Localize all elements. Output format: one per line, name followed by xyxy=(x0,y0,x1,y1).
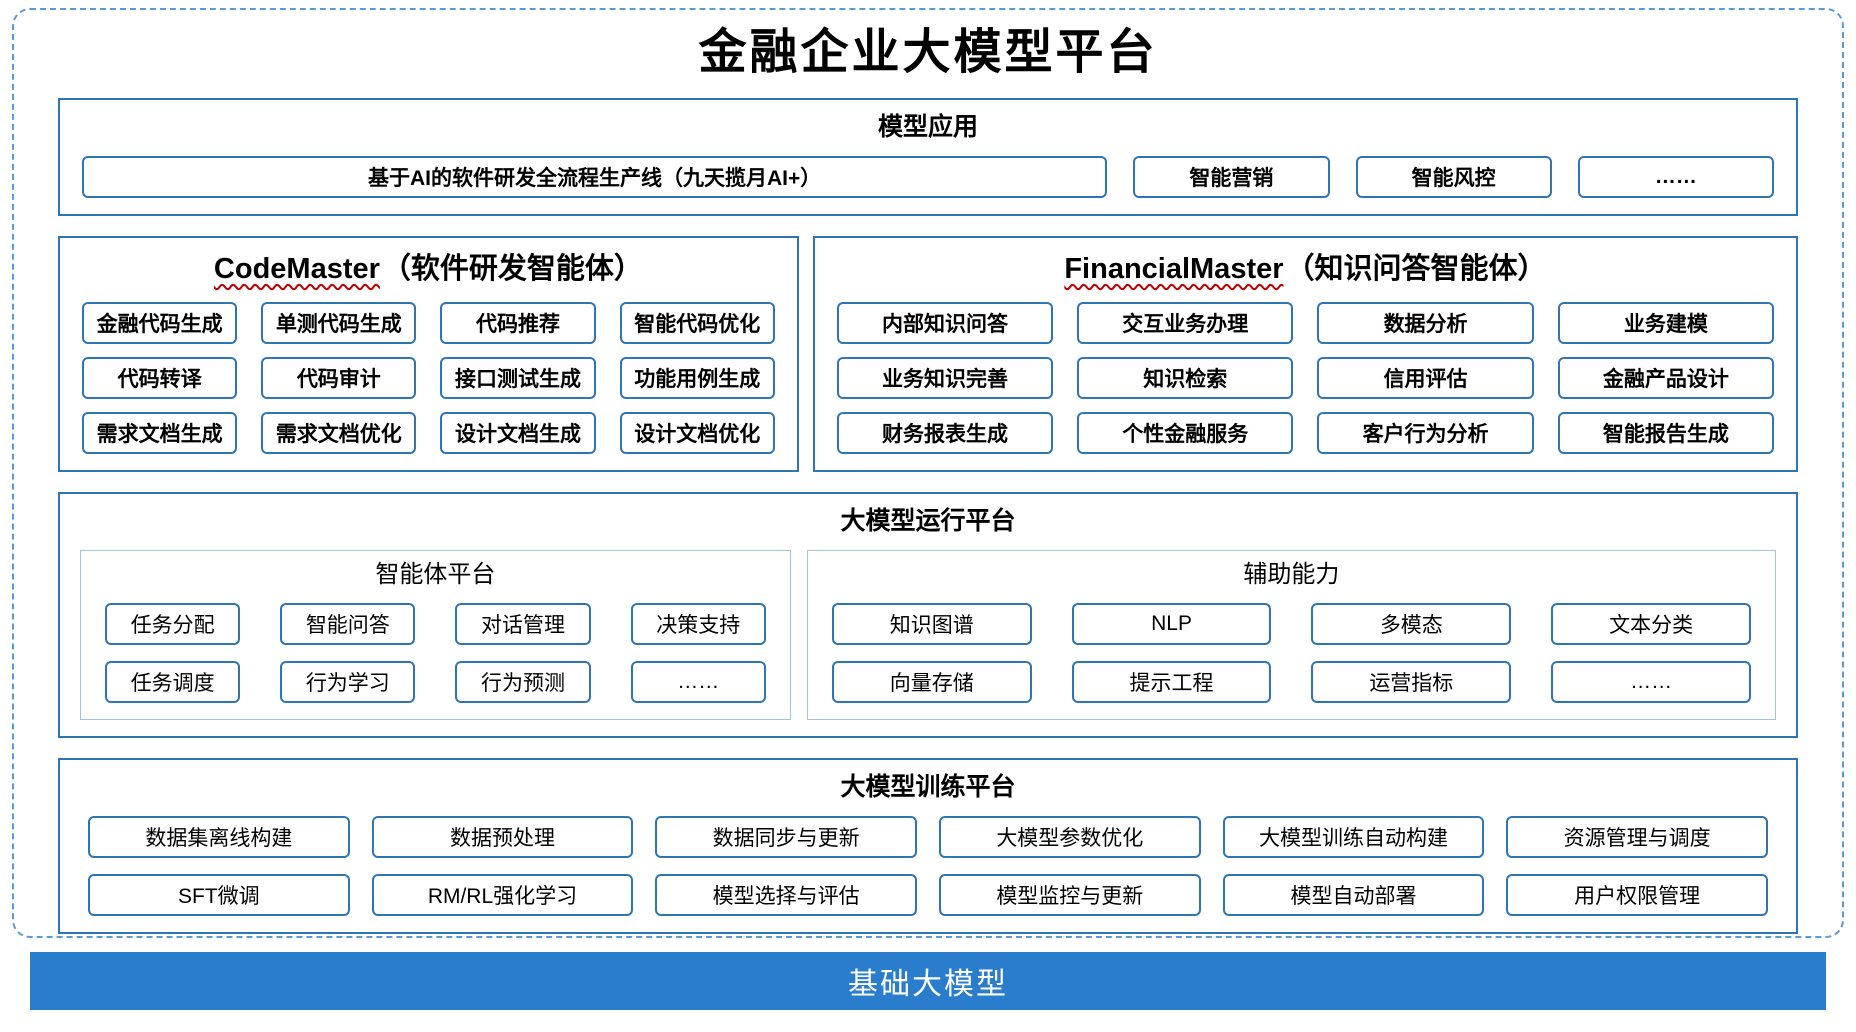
aux-capabilities-grid: 知识图谱 NLP 多模态 文本分类 向量存储 提示工程 运营指标 …… xyxy=(818,602,1765,703)
item-box: 金融产品设计 xyxy=(1557,356,1774,399)
item-box: RM/RL强化学习 xyxy=(371,873,634,916)
section-model-applications-header: 模型应用 xyxy=(877,112,978,141)
item-box: 业务知识完善 xyxy=(836,356,1054,399)
item-box: 知识图谱 xyxy=(831,602,1032,645)
item-box: 需求文档生成 xyxy=(82,411,238,454)
section-financialmaster: FinancialMaster（知识问答智能体） 内部知识问答 交互业务办理 数… xyxy=(812,235,1798,472)
item-box: 客户行为分析 xyxy=(1317,411,1534,454)
section-model-applications: 模型应用 基于AI的软件研发全流程生产线（九天揽月AI+） 智能营销 智能风控 … xyxy=(58,97,1798,216)
financialmaster-title-en: FinancialMaster xyxy=(1064,252,1284,285)
item-box: 提示工程 xyxy=(1071,660,1272,703)
subsection-agent-platform: 智能体平台 任务分配 智能问答 对话管理 决策支持 任务调度 行为学习 行为预测… xyxy=(80,549,791,720)
item-box: 功能用例生成 xyxy=(619,356,775,399)
item-box: 代码审计 xyxy=(261,356,417,399)
item-box: 行为学习 xyxy=(280,660,416,703)
item-box: 需求文档优化 xyxy=(261,411,417,454)
item-box: 决策支持 xyxy=(630,602,766,645)
section-codemaster: CodeMaster（软件研发智能体） 金融代码生成 单测代码生成 代码推荐 智… xyxy=(58,235,799,472)
section-runtime-platform: 大模型运行平台 智能体平台 任务分配 智能问答 对话管理 决策支持 任务调度 行… xyxy=(58,491,1798,738)
item-box: 个性金融服务 xyxy=(1077,411,1294,454)
item-box: 模型监控与更新 xyxy=(938,873,1201,916)
training-platform-grid: 数据集离线构建 数据预处理 数据同步与更新 大模型参数优化 大模型训练自动构建 … xyxy=(74,815,1782,916)
item-box: 模型选择与评估 xyxy=(655,873,917,916)
item-box: 数据预处理 xyxy=(371,815,634,858)
runtime-subsections: 智能体平台 任务分配 智能问答 对话管理 决策支持 任务调度 行为学习 行为预测… xyxy=(80,549,1776,720)
aux-capabilities-header: 辅助能力 xyxy=(1243,560,1340,588)
foundation-model-label: 基础大模型 xyxy=(848,968,1008,1001)
model-applications-row: 基于AI的软件研发全流程生产线（九天揽月AI+） 智能营销 智能风控 …… xyxy=(82,155,1774,198)
item-box: 多模态 xyxy=(1311,602,1512,645)
agents-row: CodeMaster（软件研发智能体） 金融代码生成 单测代码生成 代码推荐 智… xyxy=(58,235,1798,472)
item-box: 模型自动部署 xyxy=(1222,873,1485,916)
agent-platform-grid: 任务分配 智能问答 对话管理 决策支持 任务调度 行为学习 行为预测 …… xyxy=(91,602,780,703)
financialmaster-header: FinancialMaster（知识问答智能体） xyxy=(829,252,1782,286)
codemaster-header: CodeMaster（软件研发智能体） xyxy=(74,252,783,286)
page-title: 金融企业大模型平台 xyxy=(698,24,1158,80)
item-box: 业务建模 xyxy=(1557,301,1774,344)
item-box: 金融代码生成 xyxy=(82,301,238,344)
item-box: …… xyxy=(1551,660,1751,703)
item-box: 单测代码生成 xyxy=(261,301,417,344)
item-box: 智能问答 xyxy=(280,602,416,645)
item-box: 运营指标 xyxy=(1311,660,1512,703)
item-box: 大模型训练自动构建 xyxy=(1222,815,1485,858)
item-box: 代码推荐 xyxy=(440,301,596,344)
item-box: 任务分配 xyxy=(105,602,241,645)
codemaster-title-en: CodeMaster xyxy=(213,252,380,285)
item-smart-risk-control: 智能风控 xyxy=(1355,155,1552,198)
item-box: 任务调度 xyxy=(105,660,241,703)
item-box: 数据同步与更新 xyxy=(655,815,917,858)
item-box: 财务报表生成 xyxy=(836,411,1054,454)
item-box: 交互业务办理 xyxy=(1077,301,1294,344)
item-ai-software-pipeline: 基于AI的软件研发全流程生产线（九天揽月AI+） xyxy=(82,155,1108,198)
item-box: 行为预测 xyxy=(455,660,591,703)
item-box: SFT微调 xyxy=(88,873,350,916)
item-box: 设计文档生成 xyxy=(440,411,596,454)
item-box: 用户权限管理 xyxy=(1506,873,1768,916)
item-box: 数据集离线构建 xyxy=(88,815,350,858)
financialmaster-grid: 内部知识问答 交互业务办理 数据分析 业务建模 业务知识完善 知识检索 信用评估… xyxy=(829,301,1782,454)
codemaster-title-zh: （软件研发智能体） xyxy=(381,252,643,285)
item-box: 代码转译 xyxy=(82,356,238,399)
item-box: 信用评估 xyxy=(1317,356,1534,399)
item-box: 智能报告生成 xyxy=(1557,411,1774,454)
section-training-platform: 大模型训练平台 数据集离线构建 数据预处理 数据同步与更新 大模型参数优化 大模… xyxy=(58,757,1798,934)
item-box: 设计文档优化 xyxy=(619,411,775,454)
subsection-aux-capabilities: 辅助能力 知识图谱 NLP 多模态 文本分类 向量存储 提示工程 运营指标 …… xyxy=(806,549,1776,720)
agent-platform-header: 智能体平台 xyxy=(375,560,496,588)
item-more-ellipsis: …… xyxy=(1577,155,1774,198)
item-box: 知识检索 xyxy=(1077,356,1294,399)
item-box: 资源管理与调度 xyxy=(1506,815,1768,858)
foundation-model-bar: 基础大模型 xyxy=(30,952,1826,1010)
item-box: 数据分析 xyxy=(1317,301,1534,344)
item-box: 内部知识问答 xyxy=(836,301,1054,344)
training-platform-header: 大模型训练平台 xyxy=(840,772,1016,801)
item-box: 智能代码优化 xyxy=(619,301,775,344)
codemaster-grid: 金融代码生成 单测代码生成 代码推荐 智能代码优化 代码转译 代码审计 接口测试… xyxy=(74,301,783,454)
diagram-frame: 金融企业大模型平台 模型应用 基于AI的软件研发全流程生产线（九天揽月AI+） … xyxy=(12,8,1844,938)
financialmaster-title-zh: （知识问答智能体） xyxy=(1285,252,1547,285)
item-box: …… xyxy=(630,660,766,703)
item-smart-marketing: 智能营销 xyxy=(1133,155,1330,198)
item-box: NLP xyxy=(1071,602,1272,645)
item-box: 接口测试生成 xyxy=(440,356,596,399)
item-box: 文本分类 xyxy=(1551,602,1751,645)
runtime-platform-header: 大模型运行平台 xyxy=(840,506,1016,535)
item-box: 大模型参数优化 xyxy=(938,815,1201,858)
item-box: 对话管理 xyxy=(455,602,591,645)
item-box: 向量存储 xyxy=(831,660,1032,703)
